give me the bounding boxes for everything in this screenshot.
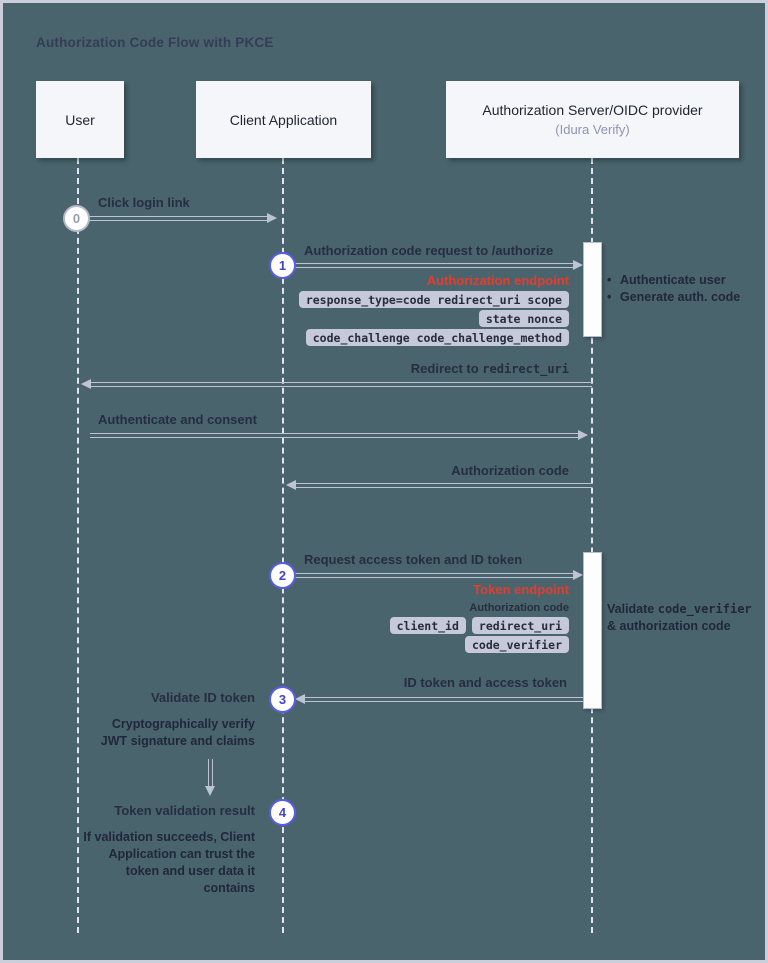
token-endpoint-label: Token endpoint — [473, 582, 569, 597]
auth-params-row-3: code_challenge code_challenge_method — [305, 329, 569, 346]
arrowhead-right-icon — [573, 570, 583, 580]
note-jwt-verify: Cryptographically verify JWT signature a… — [101, 716, 255, 750]
message-auth-code-arrow — [286, 480, 592, 490]
redirect-label-text: Redirect to — [410, 361, 483, 376]
actor-user: User — [36, 81, 124, 158]
client-process-arrow — [205, 759, 216, 796]
lifeline-server — [591, 158, 593, 933]
diagram-title: Authorization Code Flow with PKCE — [36, 35, 274, 50]
message-auth-code-label: Authorization code — [451, 463, 569, 478]
arrowhead-left-icon — [286, 480, 296, 490]
step-badge-0: 0 — [63, 205, 90, 232]
arrowhead-left-icon — [295, 694, 305, 704]
authorization-endpoint-label: Authorization endpoint — [426, 273, 569, 288]
note-text: Authenticate user — [620, 273, 726, 287]
message-consent-arrow — [90, 430, 588, 440]
note-text: Generate auth. code — [620, 290, 741, 304]
note-line: contains — [203, 881, 255, 895]
param-pill: code_challenge code_challenge_method — [305, 329, 569, 346]
step-badge-2: 2 — [269, 562, 296, 589]
note-line: If validation succeeds, Client — [83, 830, 255, 844]
bullet-icon: • — [607, 290, 612, 304]
note-line: JWT signature and claims — [100, 734, 255, 748]
note-validation-result: If validation succeeds, Client Applicati… — [83, 829, 255, 897]
actor-client-application: Client Application — [196, 81, 371, 158]
note-server-validate: Validate code_verifier & authorization c… — [607, 601, 752, 635]
note-line: & authorization code — [607, 619, 731, 633]
message-click-login-arrow — [88, 213, 277, 223]
actor-authorization-server: Authorization Server/OIDC provider (Idur… — [446, 81, 739, 158]
note-line: Cryptographically verify — [111, 717, 255, 731]
arrowhead-right-icon — [573, 260, 583, 270]
arrowhead-left-icon — [81, 379, 91, 389]
note-code: code_verifier — [657, 602, 752, 616]
step-badge-3: 3 — [269, 686, 296, 713]
note-server-auth: • Authenticate user • Generate auth. code — [607, 272, 740, 306]
param-pill: response_type=code redirect_uri scope — [298, 291, 569, 308]
auth-params-row-1: response_type=code redirect_uri scope — [298, 291, 569, 308]
arrowhead-right-icon — [578, 430, 588, 440]
arrowhead-right-icon — [267, 213, 277, 223]
param-pill: state nonce — [478, 310, 569, 327]
message-id-token-label: ID token and access token — [403, 675, 567, 690]
bullet-icon: • — [607, 273, 612, 287]
message-redirect-arrow — [81, 379, 592, 389]
token-request-caption: Authorization code — [469, 602, 569, 614]
actor-client-name: Client Application — [229, 111, 338, 128]
token-params-row-1: client_id redirect_uri — [389, 617, 569, 634]
note-line: token and user data it — [125, 864, 255, 878]
message-click-login-label: Click login link — [98, 195, 190, 210]
note-line: Validate code_verifier — [607, 601, 752, 618]
lifeline-user — [77, 158, 79, 933]
message-request-tokens-arrow — [295, 570, 583, 580]
param-pill: code_verifier — [464, 636, 569, 653]
note-line: • Generate auth. code — [607, 289, 740, 306]
message-request-tokens-label: Request access token and ID token — [304, 552, 523, 567]
note-line: Application can trust the — [108, 847, 255, 861]
message-auth-request-label: Authorization code request to /authorize — [304, 243, 554, 258]
lifeline-client — [282, 158, 284, 933]
note-line: • Authenticate user — [607, 272, 740, 289]
actor-server-name: Authorization Server/OIDC provider — [482, 102, 703, 118]
token-validation-result-label: Token validation result — [114, 803, 255, 818]
param-pill: client_id — [389, 617, 466, 634]
message-redirect-label: Redirect to redirect_uri — [411, 361, 569, 376]
message-auth-request-arrow — [295, 260, 583, 270]
actor-user-name: User — [65, 111, 95, 128]
step-badge-1: 1 — [269, 252, 296, 279]
validate-id-token-label: Validate ID token — [150, 690, 255, 705]
actor-server-subtitle: (Idura Verify) — [555, 122, 630, 137]
arrowhead-down-icon — [205, 786, 216, 796]
note-text: Validate — [607, 602, 658, 616]
message-consent-label: Authenticate and consent — [98, 412, 257, 427]
token-params-row-2: code_verifier — [464, 636, 569, 653]
step-badge-4: 4 — [269, 799, 296, 826]
activation-bar-authorize — [583, 242, 602, 337]
message-id-token-arrow — [295, 694, 583, 704]
param-pill: redirect_uri — [471, 617, 569, 634]
activation-bar-token — [583, 552, 602, 709]
auth-params-row-2: state nonce — [478, 310, 569, 327]
redirect-label-code: redirect_uri — [482, 362, 569, 376]
